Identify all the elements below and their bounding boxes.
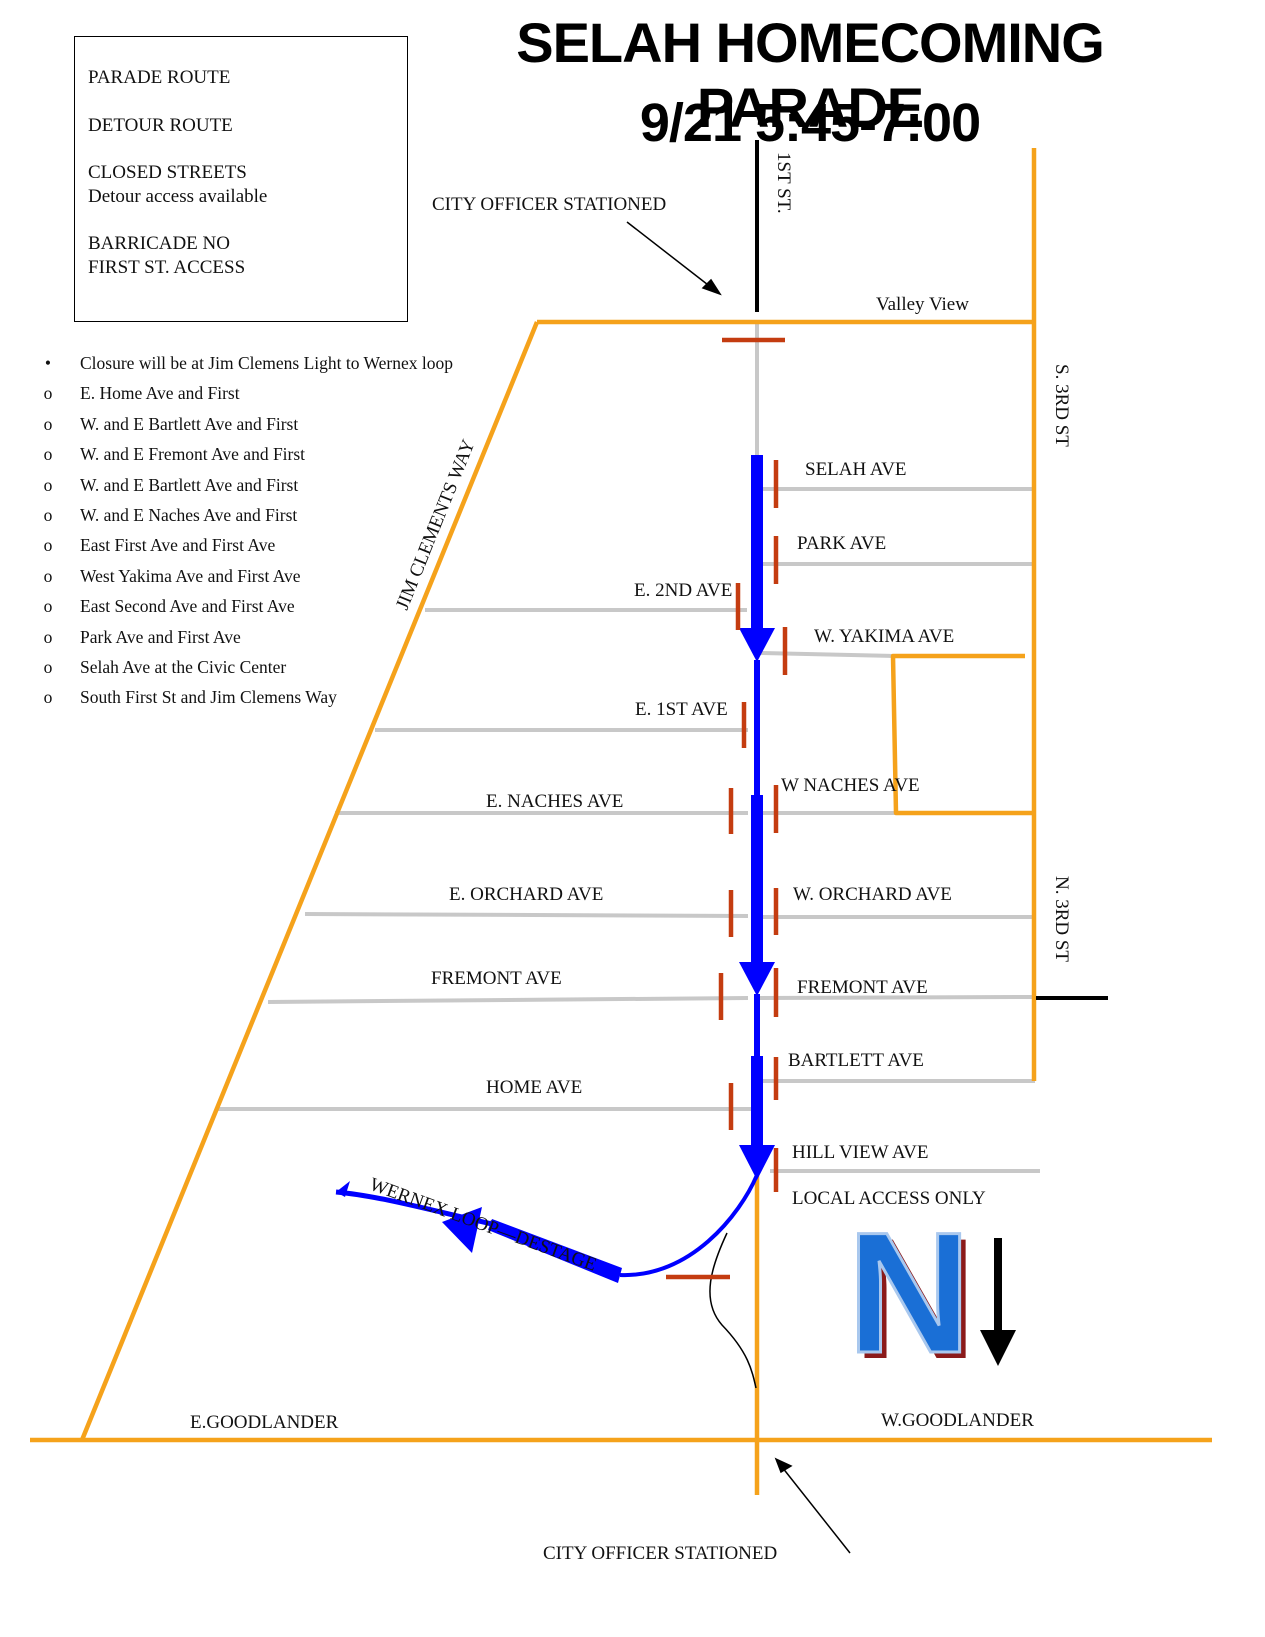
closed-streets [217,322,1040,1173]
barricades [666,337,788,1280]
officer-pointers [626,221,851,1554]
e-2nd-ave-label: E. 2ND AVE [634,580,733,601]
w-naches-ave-label: W NACHES AVE [781,775,920,796]
home-ave-label: HOME AVE [486,1077,583,1098]
legend-barricade-label-1: BARRICADE NO [88,233,230,254]
north-indicator: N N [846,1196,1016,1395]
wernex-tail [335,1189,493,1227]
fremont-ave-west-label: FREMONT AVE [431,968,562,989]
bartlett-ave-label: BARTLETT AVE [788,1050,924,1071]
parade-route [335,455,775,1283]
wernex-loop-band [488,1219,622,1283]
n-3rd-st-label: N. 3RD ST [1051,876,1072,963]
e-goodlander-label: E.GOODLANDER [190,1412,339,1433]
pointer-arrowhead-top [701,278,722,296]
officer-label-bottom: CITY OFFICER STATIONED [543,1543,778,1564]
fremont-ave-east-label: FREMONT AVE [797,977,928,998]
w-yakima-ave-label: W. YAKIMA AVE [814,626,955,647]
wernex-connector [709,1232,757,1389]
local-access-label: LOCAL ACCESS ONLY [792,1188,986,1209]
s-3rd-st-label: S. 3RD ST [1051,364,1072,447]
parade-arrowhead [739,962,775,996]
w-orchard-ave-label: W. ORCHARD AVE [793,884,952,905]
open-streets [709,140,1108,1389]
parade-arrowhead [739,628,775,662]
legend-detour-label: DETOUR ROUTE [88,115,233,136]
e-naches-ave-label: E. NACHES AVE [486,791,624,812]
first-st-label: 1ST ST. [773,152,794,214]
jim-clements-way-road [79,321,540,1441]
e-1st-ave-label: E. 1ST AVE [635,699,728,720]
park-ave-label: PARK AVE [797,533,887,554]
north-arrow-head [980,1330,1016,1366]
selah-ave-label: SELAH AVE [805,459,907,480]
wernex-loop-curve [619,1174,759,1278]
fremont-ave-east-street [759,995,1033,1000]
w-yakima-ave-street [759,651,894,658]
e-orchard-ave-street [304,912,749,918]
legend-parade-label: PARADE ROUTE [88,67,231,88]
fremont-ave-west-street [267,996,749,1004]
pointer-arrowhead-bottom [774,1457,793,1474]
parade-arrowhead [739,1145,775,1180]
hill-view-ave-label: HILL VIEW AVE [792,1142,929,1163]
north-letter-shadow: N [853,1203,977,1395]
valley-view-label: Valley View [876,294,969,315]
north-letter: N [847,1197,971,1389]
w-goodlander-label: W.GOODLANDER [881,1410,1034,1431]
legend-closed-label: CLOSED STREETS [88,162,247,183]
e-orchard-ave-label: E. ORCHARD AVE [449,884,604,905]
legend-closed-note: Detour access available [88,186,268,207]
map-subtitle: 9/21 5:45-7:00 [639,93,981,153]
officer-label-top: CITY OFFICER STATIONED [432,194,667,215]
map-title: SELAH HOMECOMING PARADE [516,11,1105,139]
detour-routes [30,148,1212,1495]
legend-box [74,36,408,322]
yakima-naches-detour [890,653,1032,816]
legend-barricade-label-2: FIRST ST. ACCESS [88,257,246,278]
